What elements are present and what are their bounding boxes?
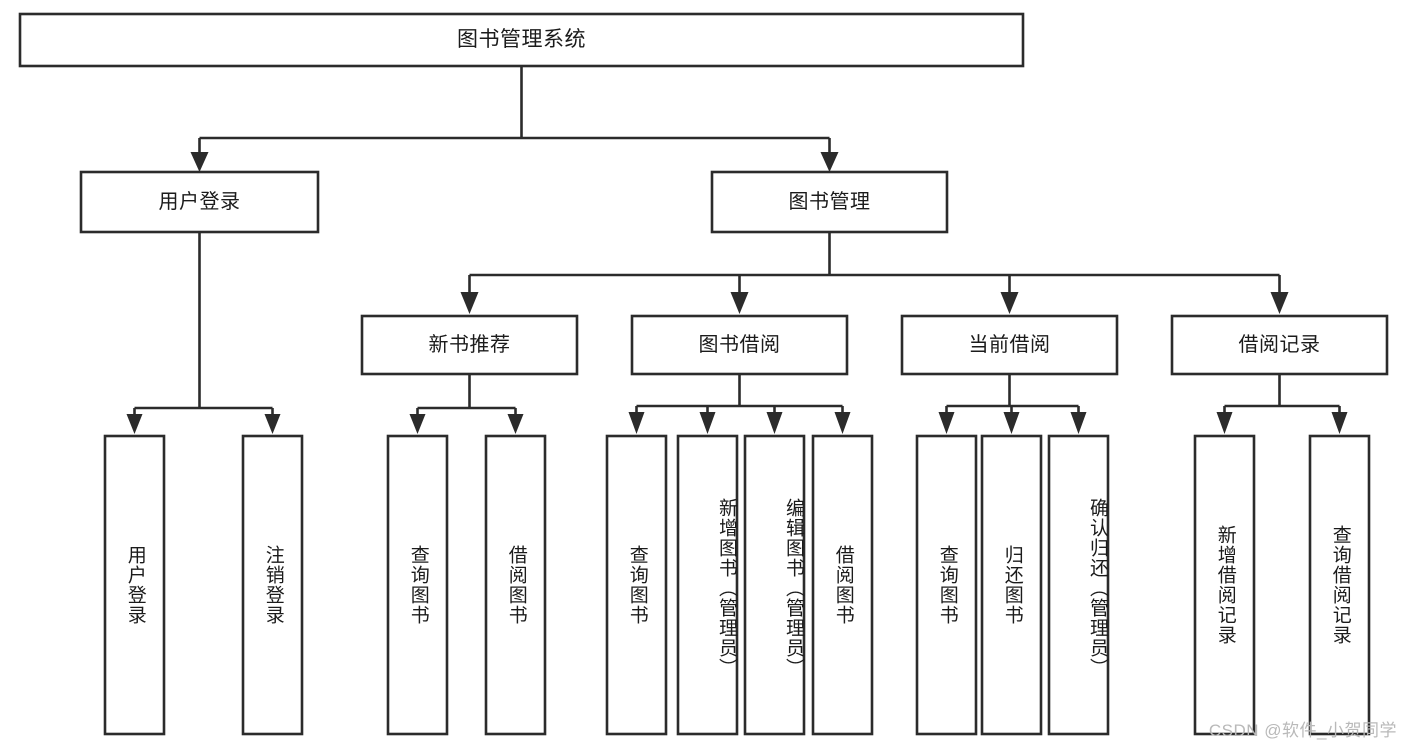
arrow-leaf-borrow-book [834,412,851,434]
arrow-to-new-book-recommend [460,292,479,314]
arrow-leaf-query-book-current [938,412,955,434]
connector-group-new-book-to-leaves [409,374,524,434]
node-box-leaf-return-book[interactable] [980,434,1043,736]
node-box-leaf-query-borrow-record[interactable] [1308,434,1371,736]
arrow-to-book-manage [820,152,839,172]
node-box-leaf-user-login[interactable] [103,434,166,736]
arrow-leaf-add-borrow-record [1216,412,1233,434]
node-box-borrow-record[interactable] [1170,314,1389,376]
node-box-leaf-borrow-book-recommend[interactable] [484,434,547,736]
node-box-leaf-edit-book[interactable] [743,434,806,736]
node-box-user-login[interactable] [79,170,320,234]
arrow-leaf-user-logout [264,414,281,434]
arrow-leaf-confirm-return [1070,412,1087,434]
arrow-leaf-add-book [699,412,716,434]
connector-group-book-manage-to-level2 [460,232,1289,314]
node-box-root[interactable] [18,12,1025,68]
connector-group-user-login-to-leaves [126,232,281,434]
connector-group-book-borrow-to-leaves [628,374,851,434]
node-box-leaf-add-borrow-record[interactable] [1193,434,1256,736]
node-box-book-manage[interactable] [710,170,949,234]
connector-group-root-to-level1 [190,66,839,172]
connector-group-current-borrow-to-leaves [938,374,1087,434]
connector-group-borrow-record-to-leaves [1216,374,1348,434]
arrow-leaf-user-login [126,414,143,434]
arrow-leaf-borrow-book-recommend [507,414,524,434]
node-box-leaf-user-logout[interactable] [241,434,304,736]
node-box-leaf-add-book[interactable] [676,434,739,736]
arrow-leaf-query-book-borrow [628,412,645,434]
arrow-leaf-edit-book [766,412,783,434]
node-box-current-borrow[interactable] [900,314,1119,376]
node-box-new-book-recommend[interactable] [360,314,579,376]
arrow-to-book-borrow [730,292,749,314]
node-box-leaf-confirm-return[interactable] [1047,434,1110,736]
arrow-to-current-borrow [1000,292,1019,314]
node-box-leaf-query-book-current[interactable] [915,434,978,736]
arrow-to-user-login [190,152,209,172]
node-box-leaf-borrow-book[interactable] [811,434,874,736]
arrow-leaf-return-book [1003,412,1020,434]
arrow-leaf-query-borrow-record [1331,412,1348,434]
node-box-leaf-query-book-recommend[interactable] [386,434,449,736]
arrow-leaf-query-book-recommend [409,414,426,434]
node-box-book-borrow[interactable] [630,314,849,376]
node-box-leaf-query-book-borrow[interactable] [605,434,668,736]
arrow-to-borrow-record [1270,292,1289,314]
